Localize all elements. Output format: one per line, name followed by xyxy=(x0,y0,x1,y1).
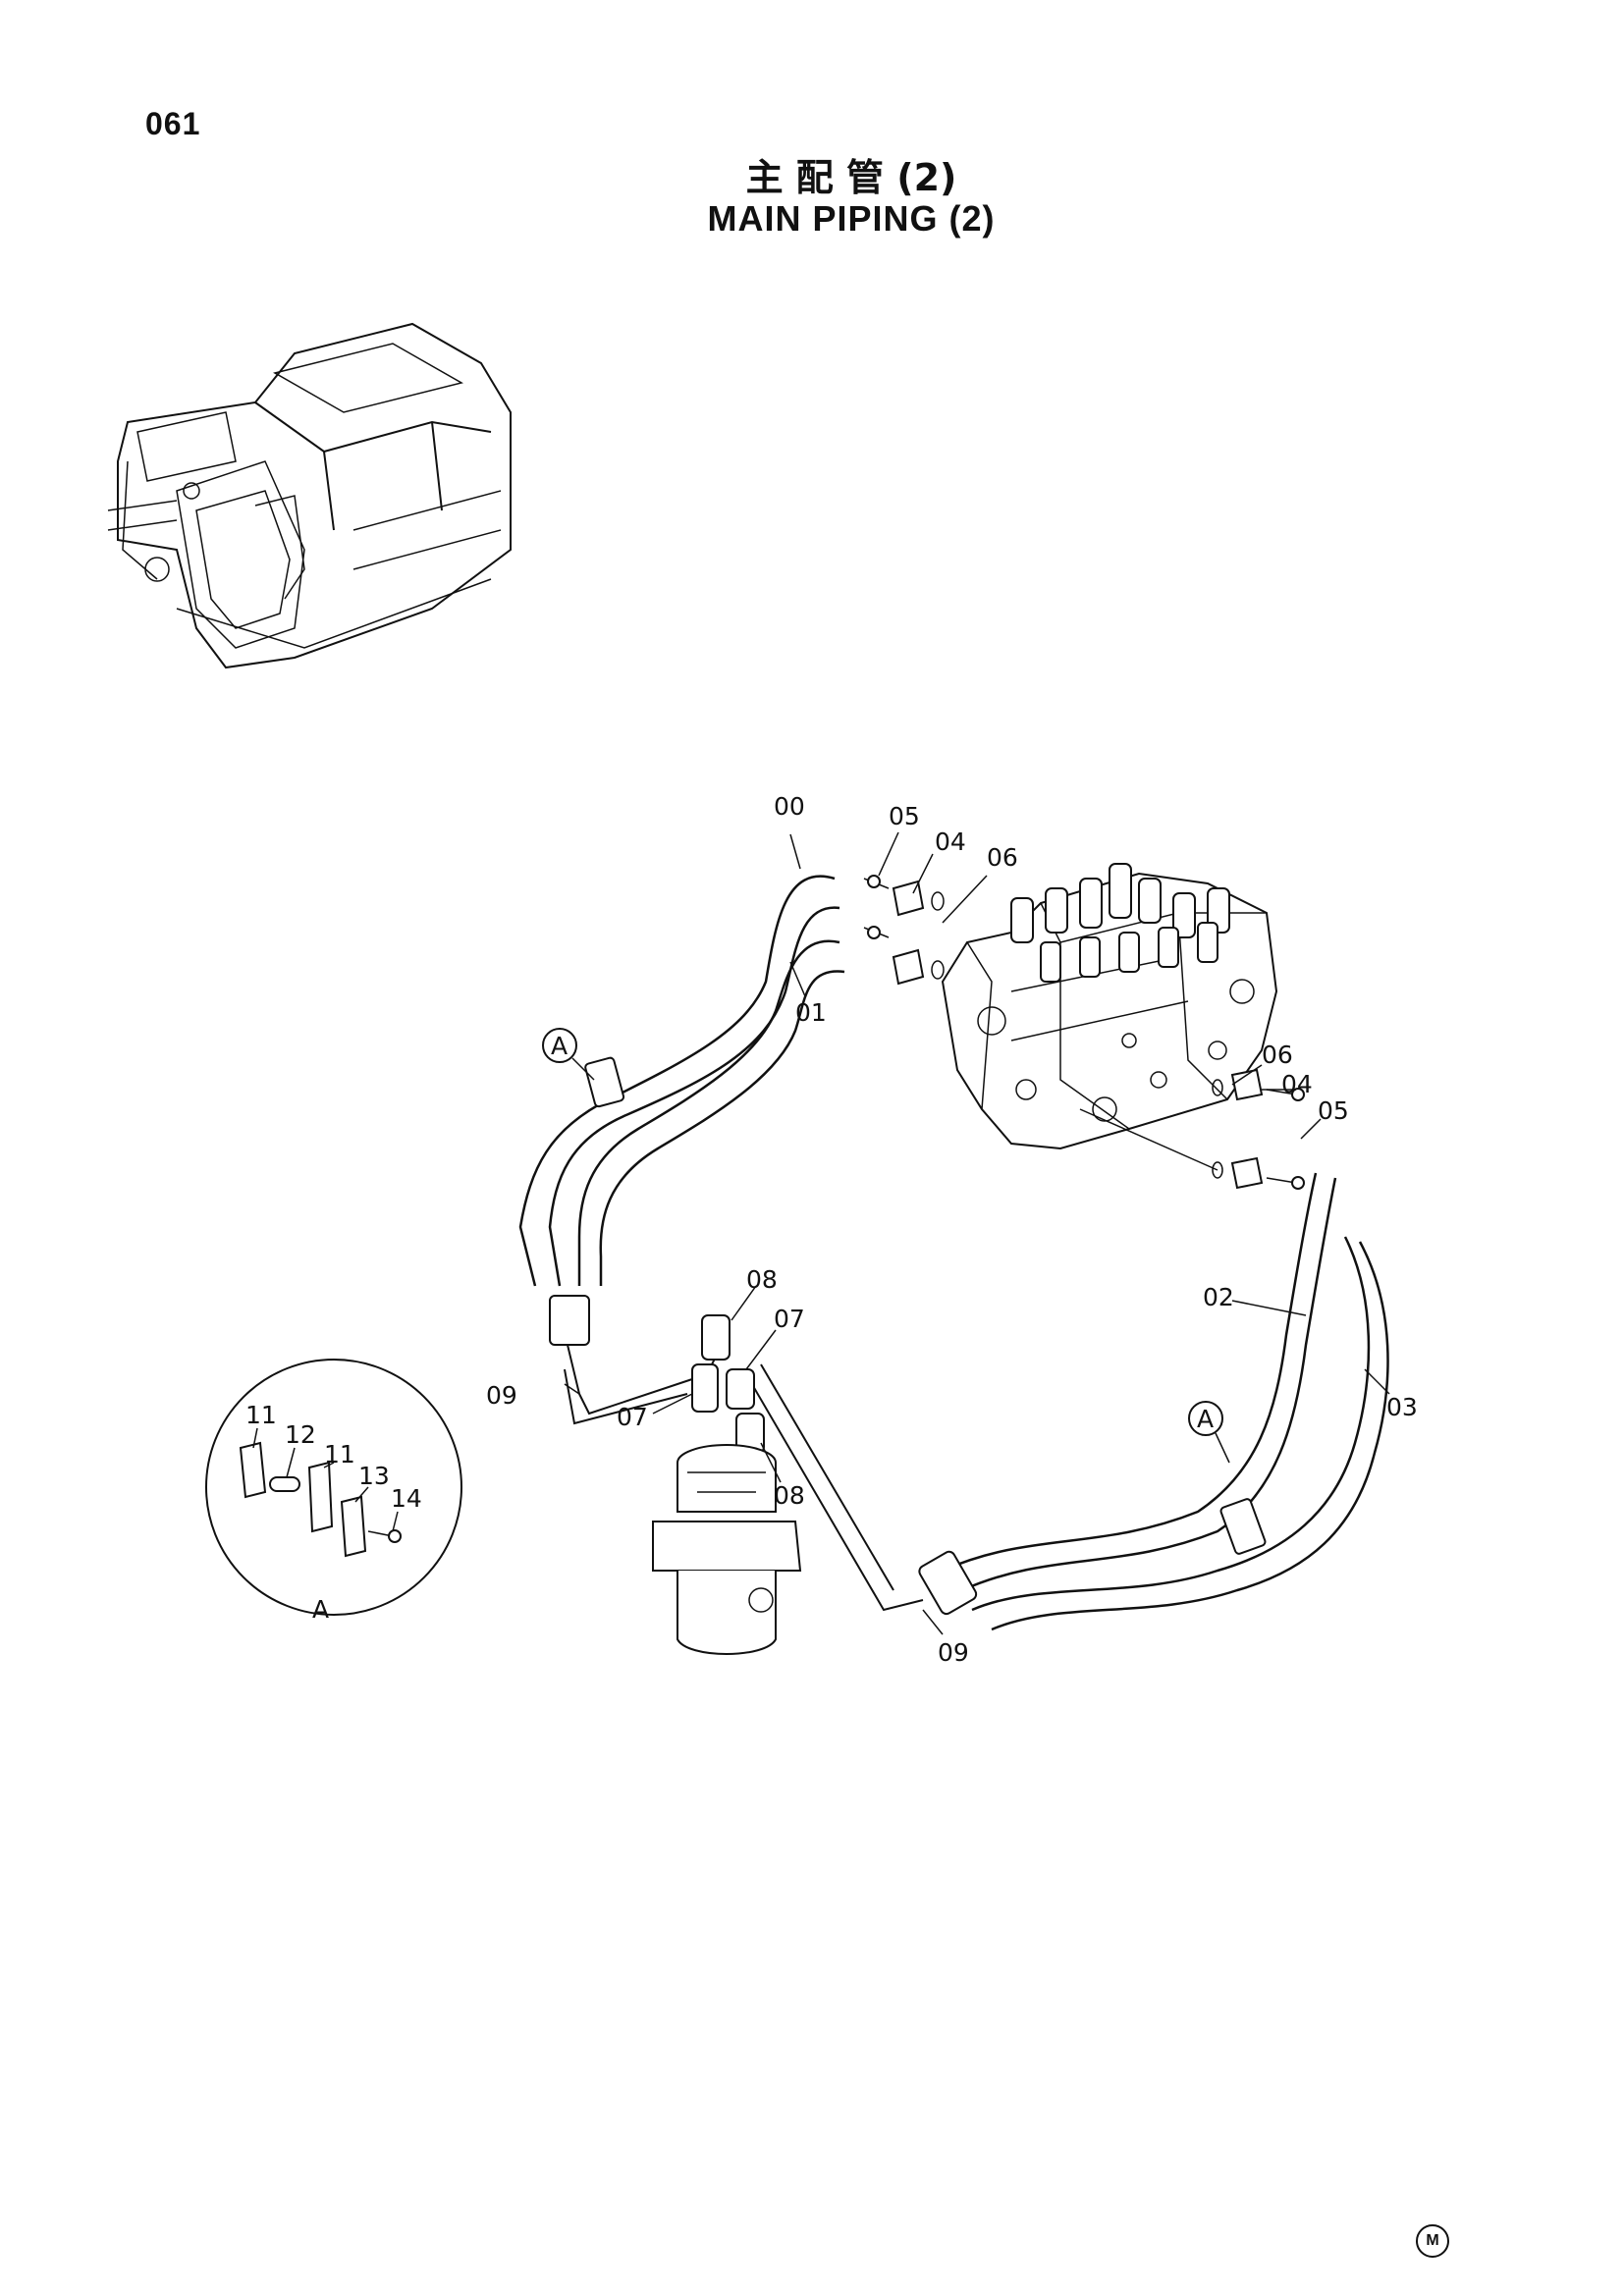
callout-09-left: 09 xyxy=(486,1381,517,1410)
callout-05-lower: 05 xyxy=(1318,1096,1349,1125)
callout-07-right: 07 xyxy=(774,1305,805,1333)
callout-07-left: 07 xyxy=(617,1403,648,1431)
callout-04-upper: 04 xyxy=(935,828,966,856)
callout-06-lower: 06 xyxy=(1262,1041,1293,1069)
page-number: 061 xyxy=(145,106,201,141)
callout-13: 13 xyxy=(358,1462,390,1490)
view-ref-marker-2: A xyxy=(1188,1401,1230,1464)
callout-12: 12 xyxy=(285,1420,316,1449)
flange-fittings-upper xyxy=(863,875,945,986)
callout-11-left: 11 xyxy=(245,1401,277,1429)
hose-02-03-right-loop xyxy=(918,1172,1389,1631)
leader-lines xyxy=(252,831,1390,1635)
callout-01: 01 xyxy=(795,998,827,1027)
callout-00: 00 xyxy=(774,792,805,821)
view-ref-label-2: A xyxy=(1197,1405,1214,1433)
diagram-title-japanese: 主 配 管 (2) xyxy=(745,156,957,199)
callout-05-upper: 05 xyxy=(889,802,920,830)
valve-spool-caps xyxy=(1010,863,1230,983)
pipes-09-07-08 xyxy=(564,1314,924,1612)
callout-08-upper: 08 xyxy=(746,1265,778,1294)
excavator-overview-illustration xyxy=(107,322,512,669)
detail-a-view xyxy=(205,1359,462,1616)
callout-02: 02 xyxy=(1203,1283,1234,1311)
callout-09-right: 09 xyxy=(938,1638,969,1667)
callout-06-upper: 06 xyxy=(987,843,1018,872)
flange-fittings-lower xyxy=(1079,1068,1305,1190)
detail-a-label: A xyxy=(312,1595,329,1624)
diagram-title-english: MAIN PIPING (2) xyxy=(707,198,996,239)
callout-08-lower: 08 xyxy=(774,1481,805,1510)
view-ref-label-1: A xyxy=(551,1032,568,1060)
callout-04-lower: 04 xyxy=(1281,1070,1313,1098)
callout-11-right: 11 xyxy=(324,1440,355,1468)
corner-mark: M xyxy=(1416,2224,1449,2258)
control-valve-assembly xyxy=(941,863,1278,1150)
view-ref-marker-1: A xyxy=(542,1028,595,1081)
callout-14: 14 xyxy=(391,1484,422,1513)
callout-03: 03 xyxy=(1386,1393,1418,1421)
hose-00-01-left-loop xyxy=(518,875,845,1346)
center-swivel-joint xyxy=(652,1444,802,1655)
